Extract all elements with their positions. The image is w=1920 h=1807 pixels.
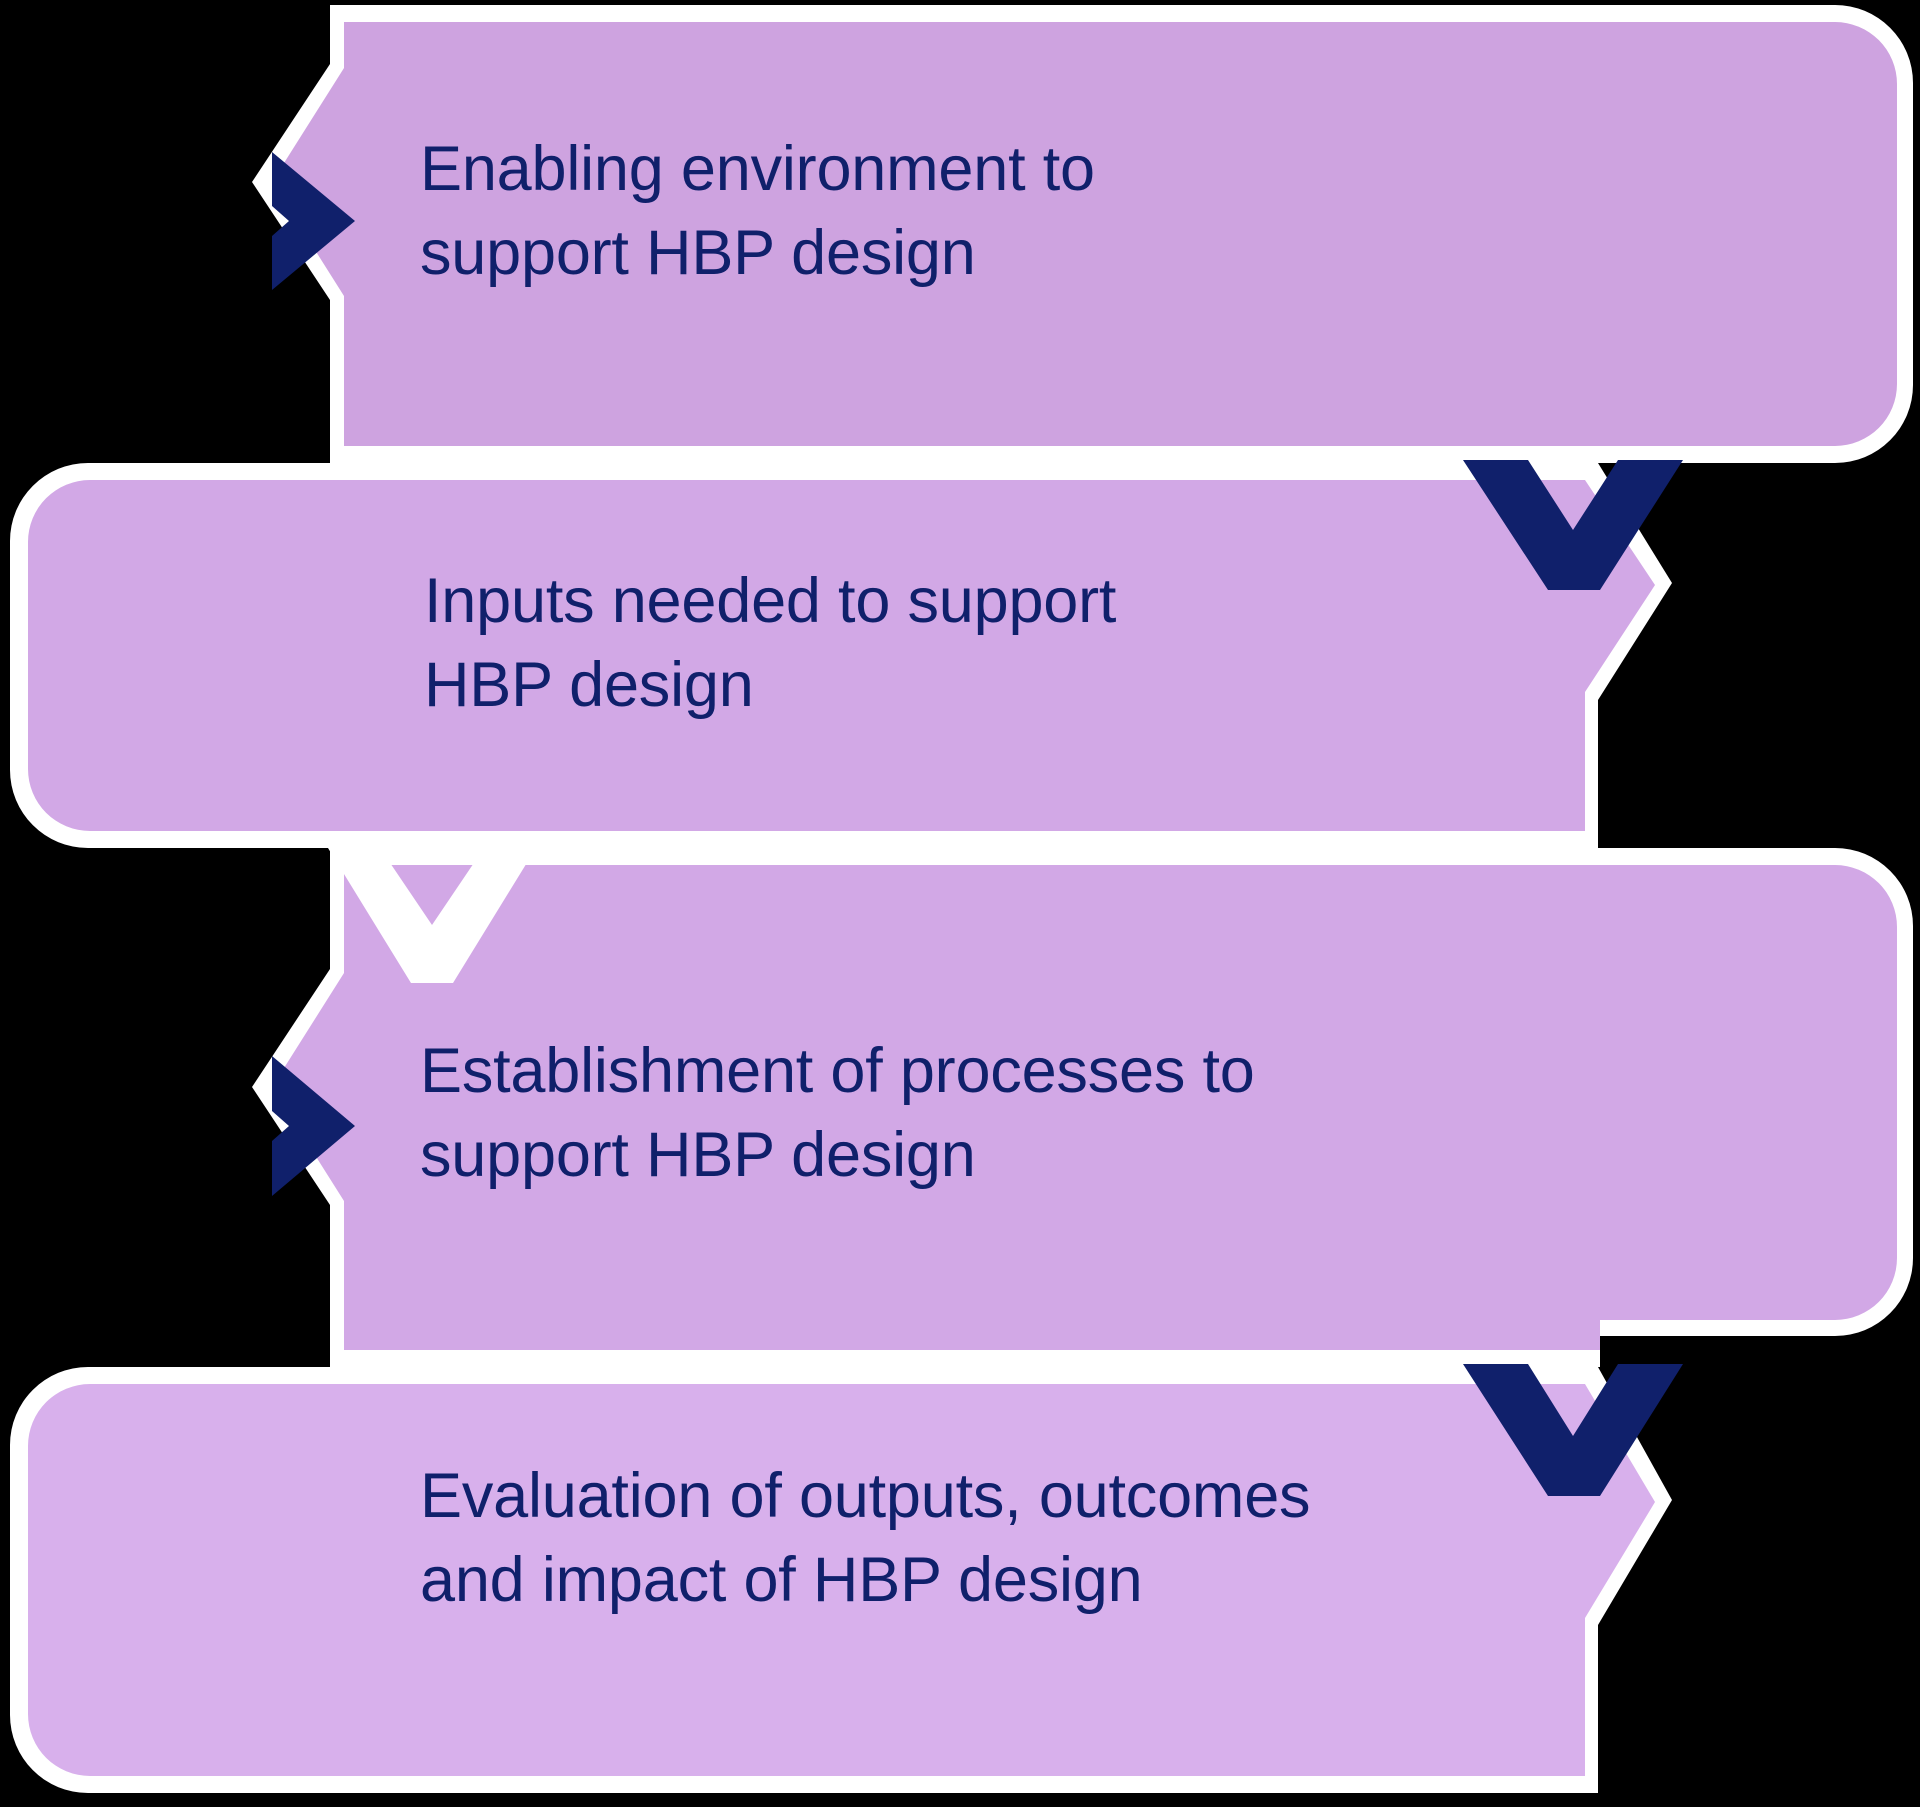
step-1-body [272,22,1897,446]
step-4-shape[interactable] [10,1364,1683,1793]
step-3-body [272,865,1897,1350]
step-3-chevron-right-icon [272,1056,355,1196]
step-2-body [28,480,1655,831]
step-4-body [28,1384,1655,1776]
step-1-chevron-right-icon [272,152,355,290]
step-4-chevron-down-icon [1463,1364,1683,1496]
step-2-chevron-down-icon [1463,460,1683,590]
step-3-top-notch [328,848,536,983]
step-3-shape[interactable] [252,848,1913,1367]
step-1-shape[interactable] [252,5,1913,463]
step-2-shape[interactable] [10,460,1683,848]
